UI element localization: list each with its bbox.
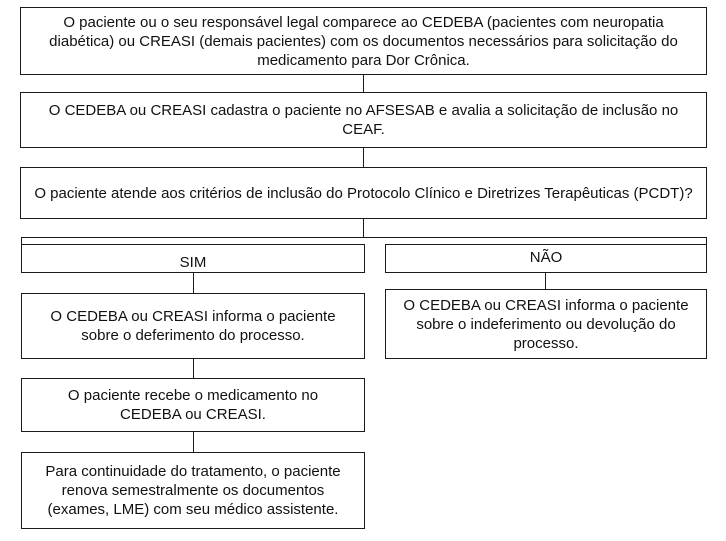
step-comparecimento-text: O paciente ou o seu responsável legal co… <box>49 13 678 69</box>
connector-no-result <box>545 273 546 289</box>
decision-criteria-box: O paciente atende aos critérios de inclu… <box>20 167 707 219</box>
step-comparecimento-box: O paciente ou o seu responsável legal co… <box>20 7 707 75</box>
decision-criteria-text: O paciente atende aos critérios de inclu… <box>34 184 693 202</box>
no-result-text: O CEDEBA ou CREASI informa o paciente so… <box>403 296 689 352</box>
connector-yes-result <box>193 273 194 293</box>
branch-no-label: NÃO <box>529 249 563 266</box>
connector-question-branch <box>363 219 364 237</box>
connector-step1-step2 <box>363 75 364 92</box>
yes-result-text: O CEDEBA ou CREASI informa o paciente so… <box>50 308 336 344</box>
branch-yes-label: SIM <box>179 254 207 271</box>
step-cadastro-text: O CEDEBA ou CREASI cadastra o paciente n… <box>48 102 679 138</box>
connector-step2-question <box>363 148 364 167</box>
renew-documents-box: Para continuidade do tratamento, o pacie… <box>21 452 365 529</box>
connector-branch-right <box>706 237 707 244</box>
connector-branch-left <box>21 237 22 244</box>
receive-medication-text: O paciente recebe o medicamento no CEDEB… <box>67 387 319 423</box>
connector-receive-renew <box>193 432 194 452</box>
no-result-box: O CEDEBA ou CREASI informa o paciente so… <box>385 289 707 359</box>
branch-yes-box: SIM <box>21 244 365 273</box>
renew-documents-text: Para continuidade do tratamento, o pacie… <box>45 463 341 518</box>
step-cadastro-box: O CEDEBA ou CREASI cadastra o paciente n… <box>20 92 707 148</box>
connector-result-receive <box>193 359 194 378</box>
yes-result-box: O CEDEBA ou CREASI informa o paciente so… <box>21 293 365 359</box>
branch-no-box: NÃO <box>385 244 707 273</box>
receive-medication-box: O paciente recebe o medicamento no CEDEB… <box>21 378 365 432</box>
connector-branch-horizontal <box>21 237 707 238</box>
